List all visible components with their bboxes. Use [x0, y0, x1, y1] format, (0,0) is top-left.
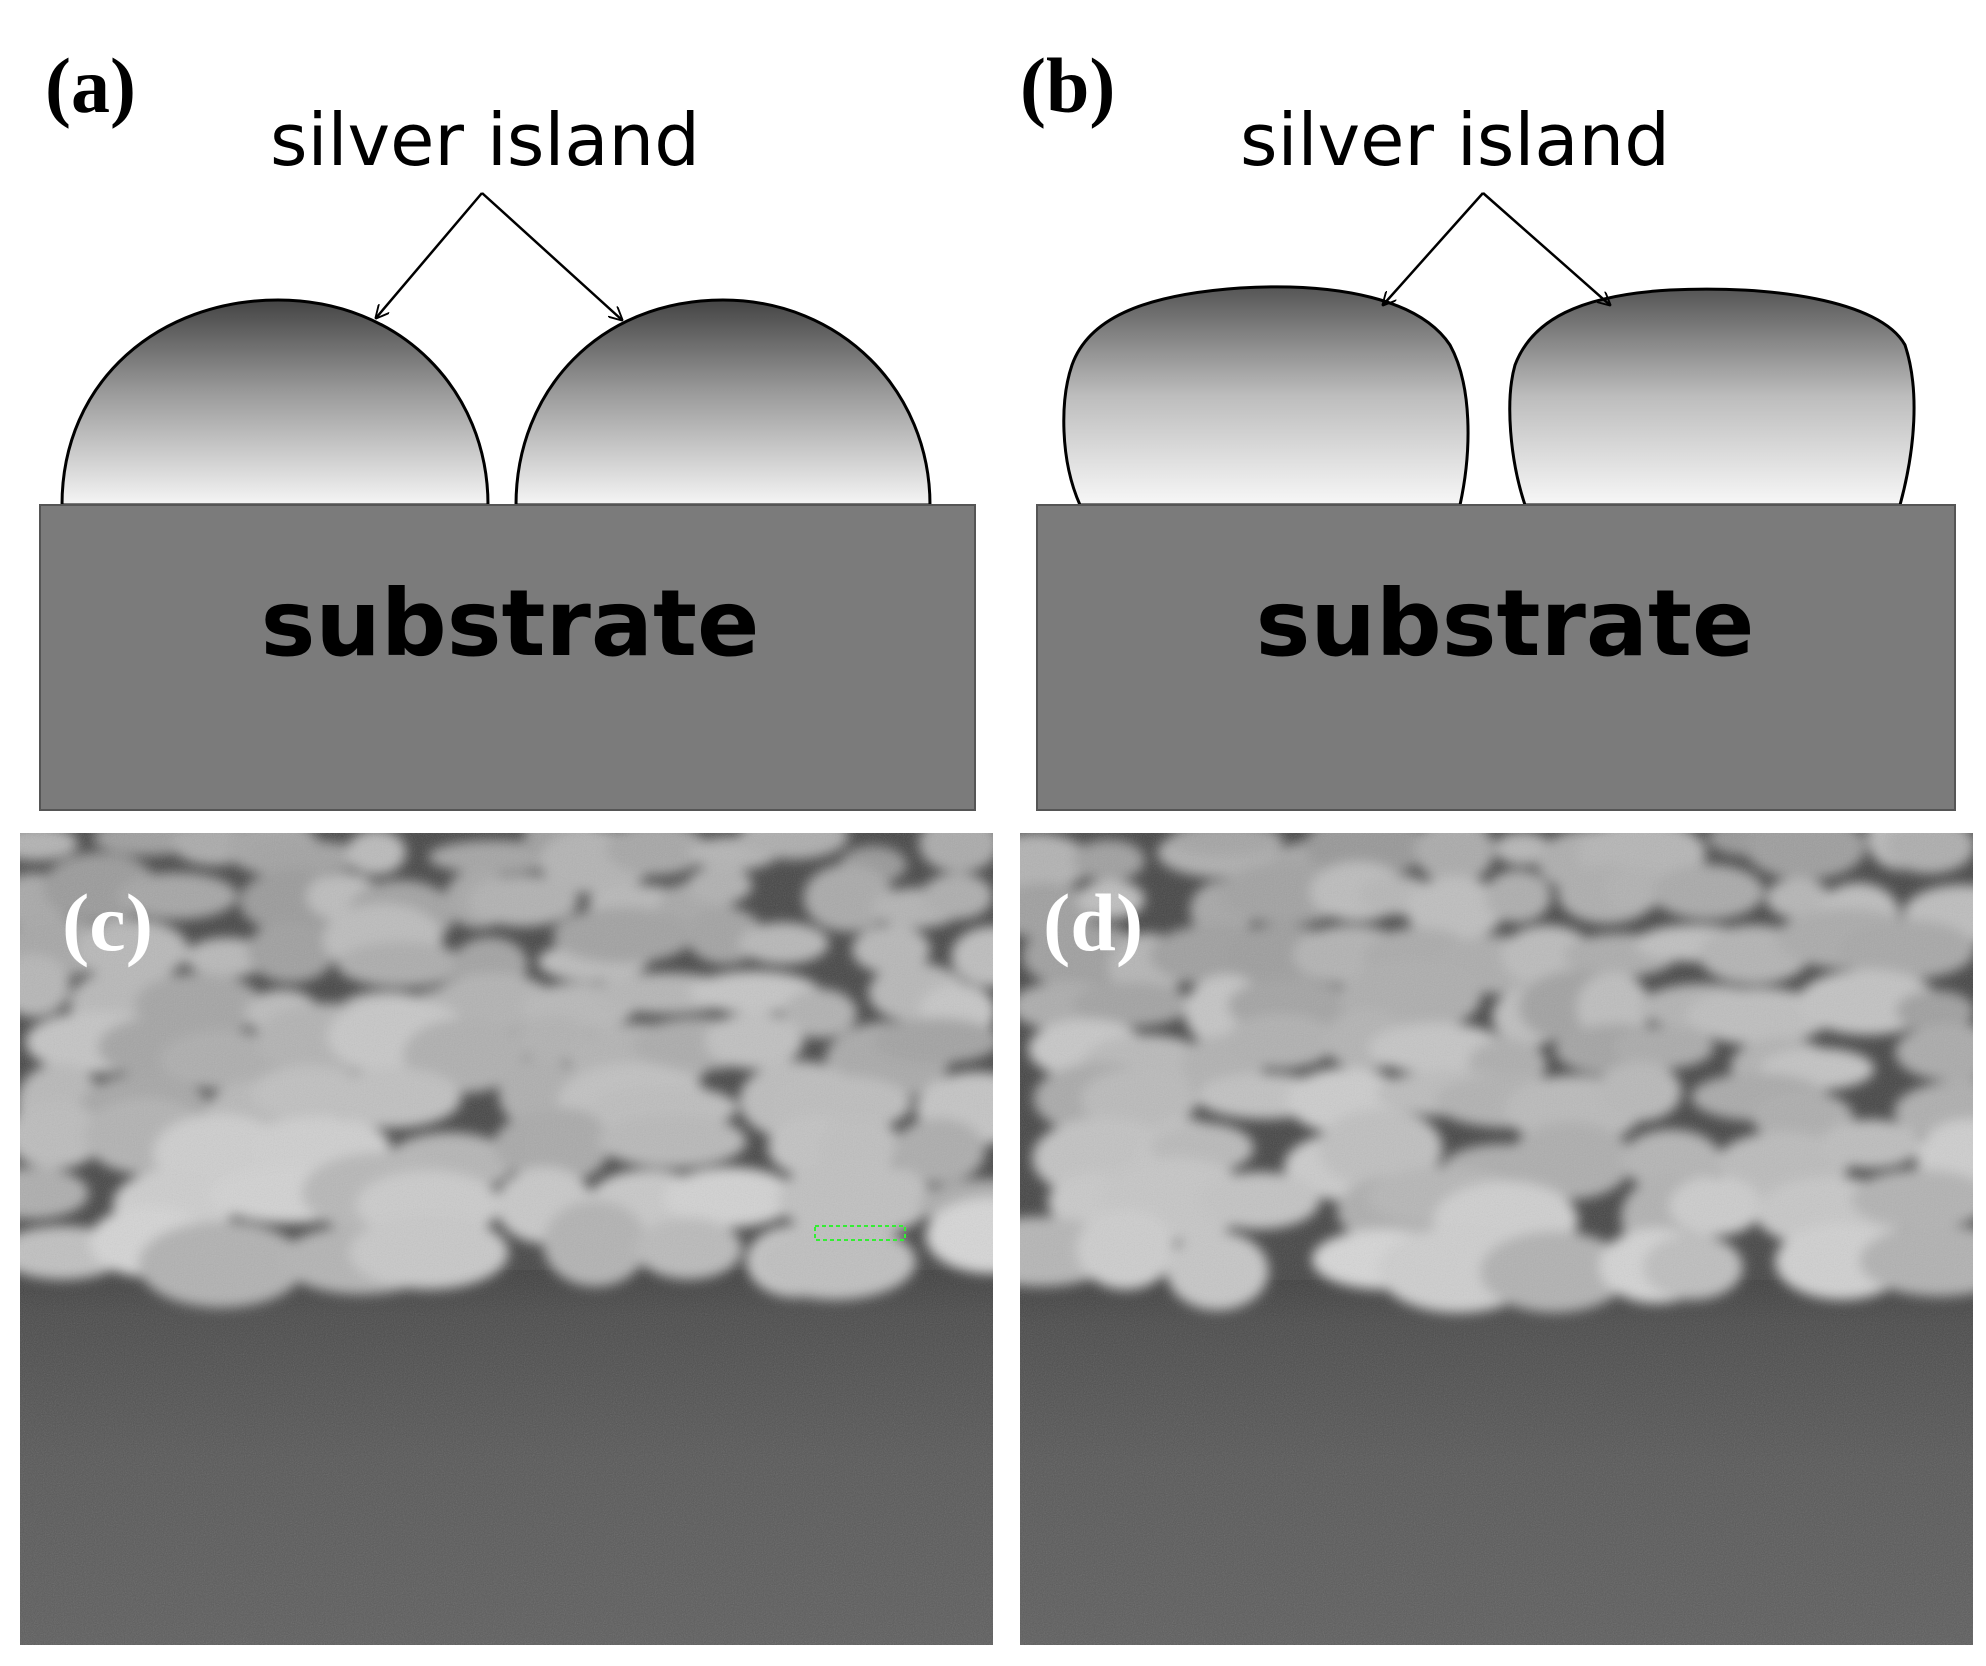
panel-b-arrow-left — [1383, 192, 1484, 305]
panel-a-label: (a) — [45, 42, 136, 129]
scale-marker — [814, 1225, 906, 1241]
panel-b-substrate-label: substrate — [1256, 570, 1755, 677]
panel-d-sem — [1020, 833, 1973, 1645]
panel-a-island-label: silver island — [270, 98, 700, 182]
panel-a-substrate-label: substrate — [261, 570, 760, 677]
panel-a-island-left — [60, 298, 490, 507]
panel-a-arrow-left — [376, 192, 483, 318]
panel-a-arrow-right — [481, 192, 622, 320]
panel-c-sem — [20, 833, 993, 1645]
panel-b-island-left — [1062, 285, 1470, 507]
panel-b: (b) silver island substrate — [1020, 42, 1956, 811]
panel-b-island-right — [1508, 287, 1916, 507]
panel-d-label: (d) — [1043, 877, 1143, 968]
panel-b-label: (b) — [1020, 42, 1115, 129]
panel-b-substrate — [1036, 504, 1956, 811]
panel-b-island-label: silver island — [1240, 98, 1670, 182]
panel-a-island-right — [514, 298, 932, 507]
panel-b-arrow-right — [1482, 192, 1610, 305]
panel-c-label: (c) — [62, 877, 153, 968]
panel-a: (a) silver island substrate — [39, 42, 976, 811]
panel-a-substrate — [39, 504, 976, 811]
